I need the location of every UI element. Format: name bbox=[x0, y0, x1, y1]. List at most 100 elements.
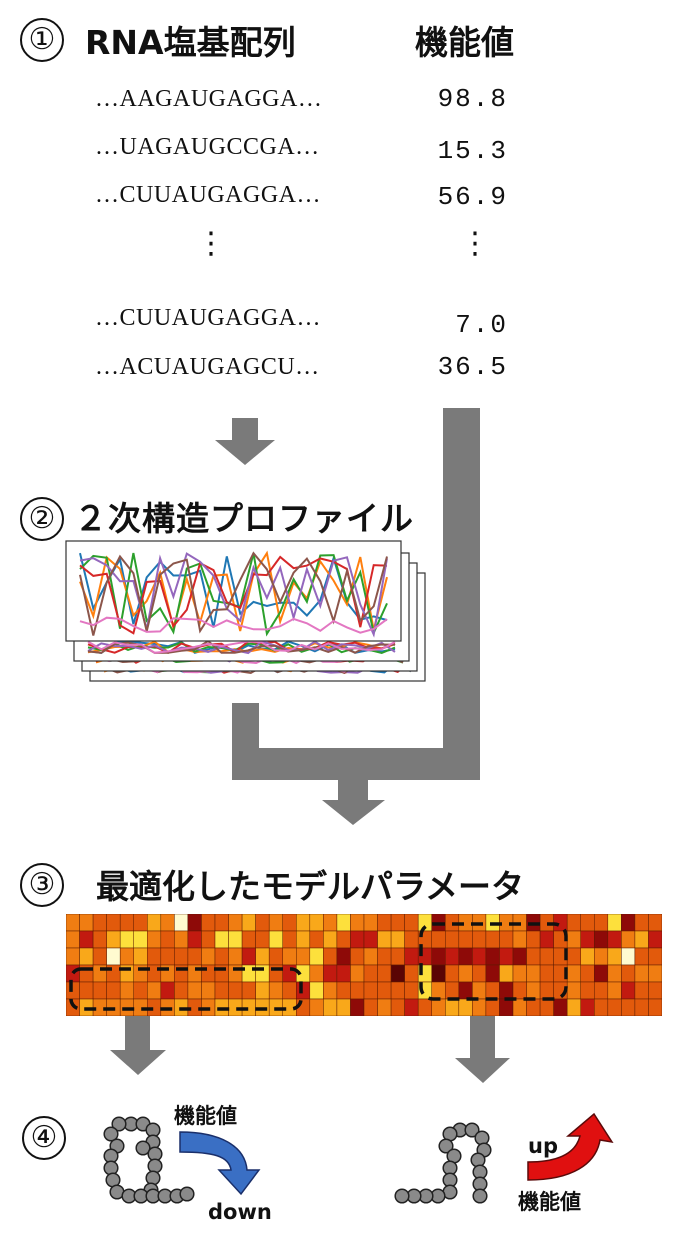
heatmap-cell bbox=[445, 998, 460, 1016]
heatmap-cell bbox=[621, 981, 636, 1000]
heatmap-cell bbox=[648, 914, 662, 932]
heatmap-cell bbox=[296, 914, 311, 932]
heatmap-cell bbox=[296, 947, 311, 966]
heatmap-cell bbox=[119, 947, 134, 966]
heatmap-cell bbox=[431, 930, 446, 949]
heatmap-cell bbox=[404, 981, 419, 1000]
heatmap-cell bbox=[580, 998, 595, 1016]
heatmap-cell bbox=[187, 947, 202, 966]
heatmap-cell bbox=[66, 981, 80, 1000]
value-header: 機能値 bbox=[415, 23, 514, 62]
heatmap-cell bbox=[119, 930, 134, 949]
heatmap-cell bbox=[147, 947, 162, 966]
heatmap-cell bbox=[431, 947, 446, 966]
heatmap-cell bbox=[485, 964, 500, 983]
heatmap-cell bbox=[580, 930, 595, 949]
heatmap-cell bbox=[526, 998, 541, 1016]
heatmap-cell bbox=[119, 981, 134, 1000]
nucleotide-bead bbox=[472, 1188, 488, 1204]
heatmap-cell bbox=[594, 947, 609, 966]
heatmap-cell bbox=[309, 947, 324, 966]
heatmap-cell bbox=[472, 947, 487, 966]
heatmap-cell bbox=[580, 981, 595, 1000]
sequence-row-3: …CUUAUGAGGA… bbox=[95, 182, 321, 208]
heatmap-cell bbox=[607, 914, 622, 932]
left-function-label: 機能値 bbox=[174, 1104, 237, 1128]
heatmap-cell bbox=[472, 930, 487, 949]
heatmap-cell bbox=[147, 981, 162, 1000]
heatmap-cell bbox=[390, 914, 405, 932]
heatmap-cell bbox=[174, 981, 189, 1000]
heatmap-cell bbox=[512, 947, 527, 966]
heatmap-cell bbox=[214, 947, 229, 966]
right-function-label: 機能値 bbox=[518, 1190, 581, 1214]
heatmap-cell bbox=[79, 930, 94, 949]
heatmap-cell bbox=[445, 947, 460, 966]
heatmap-cell bbox=[539, 930, 554, 949]
heatmap-cell bbox=[336, 930, 351, 949]
heatmap-cell bbox=[377, 914, 392, 932]
heatmap-cell bbox=[350, 964, 365, 983]
heatmap-cell bbox=[241, 930, 256, 949]
heatmap-cell bbox=[255, 930, 270, 949]
arrow-step1-to-step2 bbox=[215, 418, 275, 465]
heatmap-cell bbox=[634, 914, 649, 932]
heatmap-cell bbox=[255, 914, 270, 932]
heatmap-cell bbox=[133, 947, 148, 966]
heatmap-cell bbox=[485, 947, 500, 966]
heatmap-cell bbox=[580, 914, 595, 932]
heatmap-cell bbox=[336, 914, 351, 932]
arrow-to-step3 bbox=[322, 780, 385, 825]
profile-line bbox=[79, 552, 388, 638]
heatmap-cell bbox=[390, 998, 405, 1016]
heatmap-cell bbox=[92, 981, 107, 1000]
heatmap-cell bbox=[621, 947, 636, 966]
heatmap-cell bbox=[268, 981, 283, 1000]
heatmap-cell bbox=[201, 981, 216, 1000]
heatmap-cell bbox=[607, 930, 622, 949]
heatmap-cell bbox=[66, 964, 80, 983]
right-direction-label: up bbox=[528, 1134, 558, 1158]
heatmap-cell bbox=[377, 981, 392, 1000]
sequence-header: RNA塩基配列 bbox=[85, 23, 296, 62]
heatmap-cell bbox=[431, 964, 446, 983]
heatmap-cell bbox=[404, 998, 419, 1016]
heatmap-cell bbox=[282, 947, 297, 966]
heatmap-cell bbox=[539, 981, 554, 1000]
heatmap-cell bbox=[323, 947, 338, 966]
heatmap-cell bbox=[282, 964, 297, 983]
heatmap-cell bbox=[472, 981, 487, 1000]
heatmap-cell bbox=[607, 998, 622, 1016]
heatmap-cell bbox=[79, 947, 94, 966]
sequence-row-4: …CUUAUGAGGA… bbox=[95, 305, 321, 331]
heatmap-cell bbox=[458, 930, 473, 949]
heatmap-cell bbox=[241, 947, 256, 966]
heatmap-cell bbox=[648, 981, 662, 1000]
step2-number: ② bbox=[20, 497, 64, 541]
heatmap-cell bbox=[566, 981, 581, 1000]
heatmap-cell bbox=[336, 998, 351, 1016]
heatmap-cell bbox=[336, 947, 351, 966]
heatmap-cell bbox=[268, 947, 283, 966]
nucleotide-bead bbox=[394, 1188, 410, 1204]
heatmap-cell bbox=[404, 930, 419, 949]
heatmap-cell bbox=[282, 914, 297, 932]
heatmap-cell bbox=[458, 947, 473, 966]
heatmap-cell bbox=[92, 930, 107, 949]
heatmap-cell bbox=[526, 981, 541, 1000]
heatmap-cell bbox=[309, 998, 324, 1016]
heatmap-cell bbox=[485, 930, 500, 949]
sequence-row-1: …AAGAUGAGGA… bbox=[95, 86, 323, 112]
heatmap-cell bbox=[594, 998, 609, 1016]
sequence-row-2: …UAGAUGCCGA… bbox=[95, 134, 320, 160]
heatmap-cell bbox=[594, 964, 609, 983]
rna-structure-right bbox=[394, 1122, 492, 1204]
heatmap-cell bbox=[323, 964, 338, 983]
heatmap-cell bbox=[363, 964, 378, 983]
heatmap-cell bbox=[350, 914, 365, 932]
nucleotide-bead bbox=[103, 1126, 119, 1142]
nucleotide-bead bbox=[438, 1138, 454, 1154]
heatmap-cell bbox=[92, 914, 107, 932]
heatmap-cell bbox=[201, 930, 216, 949]
step4-number: ④ bbox=[22, 1116, 66, 1160]
